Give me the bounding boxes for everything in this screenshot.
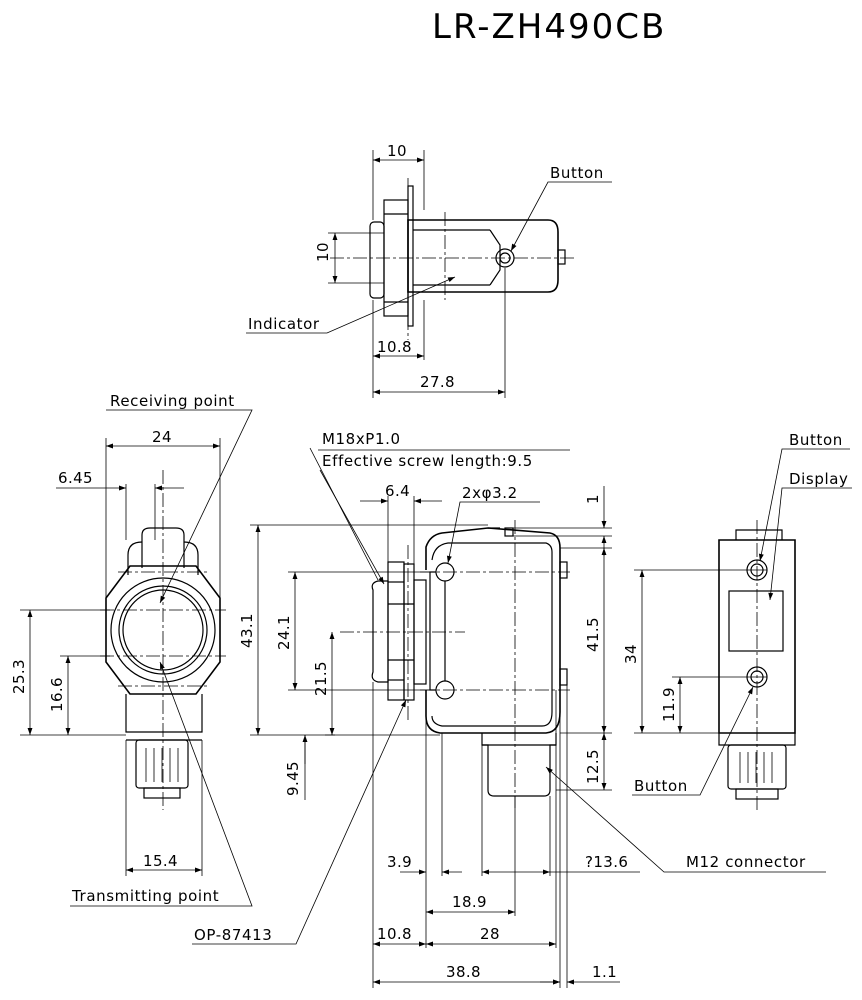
side-dim-41-5: 41.5 — [584, 617, 602, 652]
front-view: 24 6.45 25.3 16.6 15.4 Receiving point T… — [10, 392, 253, 907]
front-dim-6-45: 6.45 — [58, 469, 93, 487]
top-dim-10-8: 10.8 — [377, 338, 412, 356]
rear-display — [728, 590, 784, 652]
top-view-body — [407, 219, 559, 293]
rear-dim-34: 34 — [622, 644, 640, 664]
side-dim-1-1: 1.1 — [592, 963, 617, 981]
receiving-point-label: Receiving point — [110, 392, 235, 410]
front-dim-16-6: 16.6 — [48, 677, 66, 712]
top-dim-10-width: 10 — [387, 142, 407, 160]
thread-spec-label: M18xP1.0 — [322, 430, 401, 448]
rear-button-bottom-label: Button — [634, 777, 688, 795]
side-dim-38-8: 38.8 — [446, 963, 481, 981]
rear-view: 34 11.9 Button Display Button — [622, 431, 852, 810]
side-dim-1: 1 — [584, 494, 602, 504]
side-dim-43-1: 43.1 — [238, 613, 256, 648]
side-dim-18-9: 18.9 — [452, 893, 487, 911]
drawing-title: LR-ZH490CB — [432, 7, 666, 47]
side-dim-12-5: 12.5 — [584, 749, 602, 784]
side-view-body — [425, 527, 561, 734]
side-dim-6-4: 6.4 — [385, 482, 410, 500]
side-dim-10-8: 10.8 — [377, 925, 412, 943]
top-dim-10-height: 10 — [314, 242, 332, 262]
accessory-label: OP-87413 — [194, 926, 272, 944]
holes-label: 2xφ3.2 — [462, 484, 518, 502]
screw-length-label: Effective screw length:9.5 — [322, 452, 533, 470]
side-dim-9-45: 9.45 — [284, 761, 302, 796]
display-label: Display — [789, 470, 849, 488]
top-view-nub — [557, 249, 566, 265]
top-dim-27-8: 27.8 — [420, 373, 455, 391]
top-button-label: Button — [550, 164, 604, 182]
top-indicator-label: Indicator — [248, 315, 320, 333]
front-dim-25-3: 25.3 — [10, 659, 28, 694]
front-hex-nut — [105, 565, 221, 695]
side-view: M18xP1.0 Effective screw length:9.5 6.4 … — [192, 430, 826, 988]
front-dim-24: 24 — [152, 428, 172, 446]
top-view: 10 10 10.8 27.8 Button Indicator — [246, 142, 612, 398]
side-dim-24-1: 24.1 — [275, 615, 293, 650]
front-dim-15-4: 15.4 — [143, 852, 178, 870]
rear-button-top-label: Button — [789, 431, 843, 449]
side-dim-28: 28 — [480, 925, 500, 943]
connector-label: M12 connector — [686, 853, 806, 871]
rear-dim-11-9: 11.9 — [660, 687, 678, 722]
side-dim-13-6: ?13.6 — [585, 853, 628, 871]
side-dim-3-9: 3.9 — [387, 853, 412, 871]
transmitting-point-label: Transmitting point — [71, 887, 219, 905]
side-dim-21-5: 21.5 — [312, 661, 330, 696]
